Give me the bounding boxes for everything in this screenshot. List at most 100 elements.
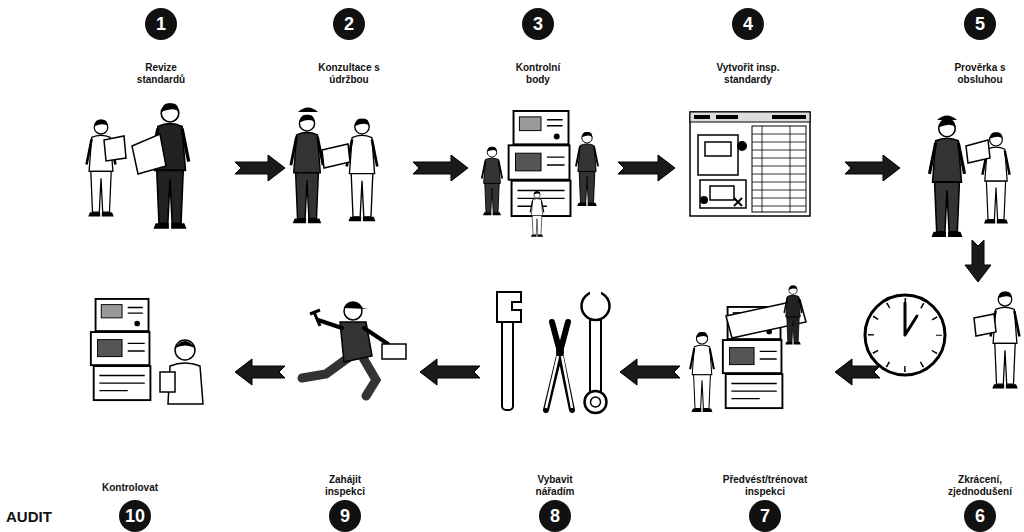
- check-point: [700, 196, 708, 204]
- step-7-illustration: [690, 285, 806, 411]
- person: [347, 119, 378, 222]
- person: [784, 285, 802, 344]
- pipe-wrench: [497, 292, 521, 322]
- flow-arrow: [965, 240, 991, 282]
- person: [291, 115, 323, 223]
- paper-sheet: [132, 134, 166, 174]
- paper-sheet: [160, 372, 175, 392]
- flow-arrow: [620, 359, 680, 385]
- machine-drawing: [698, 135, 746, 208]
- sheet-header: [690, 112, 810, 122]
- pliers: [546, 356, 572, 408]
- step-label: Kontrolovat: [90, 482, 170, 494]
- process-step: 10 Kontrolovat: [75, 285, 235, 532]
- flow-arrow: [235, 359, 285, 385]
- open-wrench: [591, 397, 601, 407]
- step-number: 7: [749, 500, 781, 532]
- person: [87, 119, 116, 216]
- step-label: Vytvořit insp. standardy: [707, 62, 789, 86]
- clock-hands: [905, 303, 917, 335]
- cap: [937, 116, 957, 121]
- process-step: 8Vybavit nářadím: [480, 285, 620, 532]
- flow-arrow: [835, 359, 880, 385]
- step-number: 5: [964, 8, 996, 40]
- check-point: [734, 198, 742, 206]
- step-number: 4: [732, 8, 764, 40]
- person: [576, 132, 598, 206]
- paper-sheet: [322, 144, 350, 168]
- paper-sheet: [104, 136, 126, 161]
- step-1-illustration: [87, 103, 189, 229]
- person-head: [175, 340, 195, 360]
- pipe-wrench: [502, 318, 513, 410]
- step-2-illustration: [291, 108, 377, 224]
- step-3-illustration: [482, 111, 598, 237]
- open-wrench: [585, 391, 607, 413]
- process-step: 7Předvést/trénovat inspekci: [680, 285, 835, 532]
- flow-arrow: [235, 155, 285, 181]
- sheet-header-marks: [694, 115, 806, 119]
- step-number: 6: [964, 500, 996, 532]
- flow-arrow: [420, 359, 480, 385]
- process-step: 5Prověrka s obsluhou: [900, 4, 1020, 240]
- step-number: 9: [329, 500, 361, 532]
- person: [929, 119, 964, 237]
- step-6-illustration: [865, 291, 1019, 388]
- step-label: Konzultace s údržbou: [318, 62, 380, 86]
- flow-arrow: [413, 155, 468, 181]
- check-table: [752, 126, 806, 212]
- step-number: 1: [145, 8, 177, 40]
- step-number: 10: [119, 500, 151, 532]
- process-step: 9Zahájit inspekci: [285, 285, 420, 532]
- flow-arrow: [618, 155, 675, 181]
- inspection-sheet: [690, 112, 810, 216]
- person: [482, 147, 502, 215]
- person-hair: [175, 341, 195, 348]
- pliers: [556, 348, 564, 356]
- step-4-illustration: [690, 112, 810, 216]
- paper-sheet: [966, 140, 990, 163]
- toolbox: [382, 344, 406, 359]
- wrench: [310, 310, 320, 326]
- process-step: 6Zkrácení, zjednodušení: [880, 282, 1022, 532]
- check-point: [737, 141, 747, 151]
- step-label: Prověrka s obsluhou: [951, 62, 1009, 86]
- cap: [344, 302, 368, 309]
- process-step: 1Revize standardů: [75, 4, 235, 240]
- step-9-illustration: [302, 302, 406, 396]
- open-wrench: [590, 320, 601, 396]
- step-label: Zahájit inspekci: [315, 474, 375, 498]
- process-step: 4Vytvořit insp. standardy: [675, 4, 845, 240]
- table-grid: [752, 126, 806, 212]
- step-number: 2: [333, 8, 365, 40]
- clock-face: [865, 295, 945, 375]
- person: [991, 291, 1020, 388]
- step-label: Předvést/trénovat inspekci: [710, 474, 820, 498]
- step-label: Zkrácení, zjednodušení: [940, 474, 1020, 498]
- person: [530, 191, 544, 237]
- audit-label: AUDIT: [6, 508, 52, 526]
- step-number: 8: [539, 500, 571, 532]
- step-label: Kontrolní body: [507, 62, 569, 86]
- step-label: Vybavit nářadím: [525, 474, 585, 498]
- pliers: [546, 322, 572, 410]
- step-number: 3: [522, 8, 554, 40]
- open-wrench: [590, 290, 601, 306]
- cap: [298, 108, 318, 113]
- step-5-illustration: [929, 116, 1009, 237]
- clock-ticks: [871, 301, 939, 369]
- step-10-illustration: [91, 299, 203, 404]
- process-step: 2Konzultace s údržbou: [285, 4, 413, 240]
- worker-arms: [318, 320, 388, 344]
- paper-sheet: [974, 314, 996, 336]
- process-step: 3Kontrolní body: [468, 4, 618, 240]
- machine: [91, 299, 151, 400]
- worker-legs: [302, 356, 376, 396]
- flow-arrow: [845, 155, 900, 181]
- step-label: Revize standardů: [130, 62, 192, 86]
- person: [690, 332, 714, 412]
- step-8-illustration: [497, 290, 610, 413]
